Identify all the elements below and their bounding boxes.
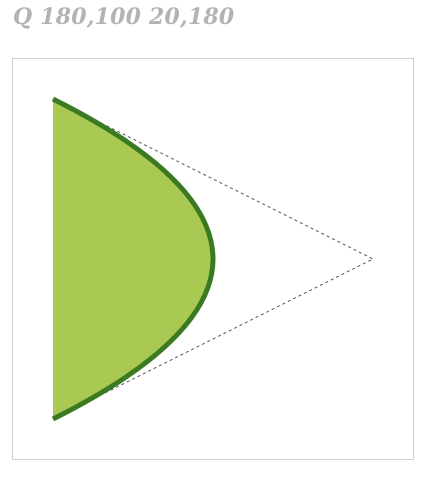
curve-stroke [51, 96, 216, 422]
bezier-diagram [51, 96, 375, 422]
path-caption: Q 180,100 20,180 [13, 4, 235, 30]
diagram-frame [12, 58, 414, 460]
control-guide-lines [52, 98, 375, 420]
